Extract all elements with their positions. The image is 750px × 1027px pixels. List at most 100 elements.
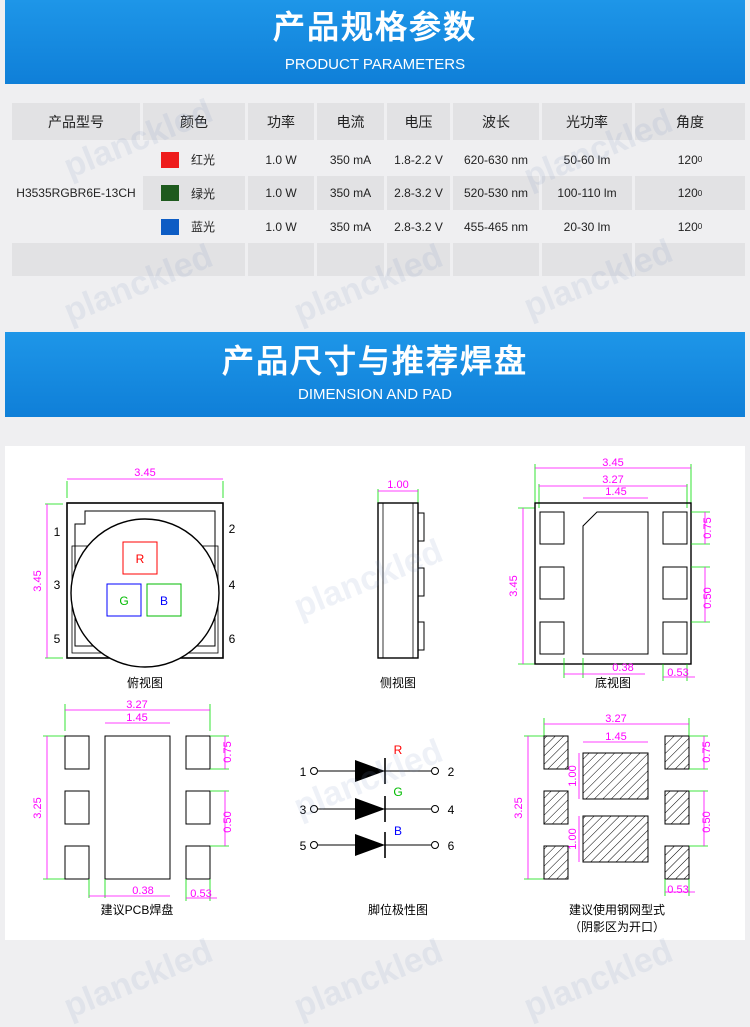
pcb-pitch-dim: 0.50 xyxy=(222,811,234,832)
header-angle: 角度 xyxy=(635,103,745,140)
row-color: 蓝光 xyxy=(143,210,245,243)
stencil-aperture-h2-dim: 1.00 xyxy=(567,828,579,849)
pcb-pad-w-dim: 0.53 xyxy=(190,888,211,900)
led-g-label: G xyxy=(119,594,128,608)
pin-2-label: 2 xyxy=(229,522,236,536)
dimension-subtitle: DIMENSION AND PAD xyxy=(298,386,452,403)
current-value: 350 mA xyxy=(329,152,372,167)
parameters-title: 产品规格参数 xyxy=(272,8,477,46)
bottom-center-width-dim: 1.45 xyxy=(605,486,626,498)
model-value: H3535RGBR6E-13CH xyxy=(16,186,136,200)
polarity-b-label: B xyxy=(394,824,402,838)
pcb-gap-dim: 0.38 xyxy=(132,885,153,897)
polarity-row-g: 3 4 G xyxy=(300,785,455,822)
voltage-value: 2.8-3.2 V xyxy=(387,176,450,210)
parameters-banner: 产品规格参数 PRODUCT PARAMETERS xyxy=(5,0,745,84)
stencil-height-dim: 3.25 xyxy=(513,797,525,818)
header-voltage: 电压 xyxy=(387,103,450,140)
row-color: 绿光 xyxy=(143,176,245,210)
stencil-total-width-dim: 3.27 xyxy=(605,713,626,725)
power-value: 1.0 W xyxy=(248,176,314,210)
stencil-center-width-dim: 1.45 xyxy=(605,731,626,743)
pcb-pad-h-dim: 0.75 xyxy=(222,741,234,762)
watermark: planckled xyxy=(518,932,679,1027)
header-model: 产品型号 xyxy=(12,103,140,140)
top-view-diagram: 3.45 3.45 R G B 1 2 3 4 5 6 俯视图 xyxy=(32,467,236,690)
pin-6-label: 6 xyxy=(229,632,236,646)
table-row: H3535RGBR6E-13CH 绿光 1.0 W 350 mA 2.8-3.2… xyxy=(12,176,745,210)
voltage-value: 1.8-2.2 V xyxy=(394,152,443,167)
led-r-label: R xyxy=(136,552,145,566)
current-value: 350 mA xyxy=(317,176,384,210)
table-row: 红光 1.0 W 350 mA 1.8-2.2 V 620-630 nm 50-… xyxy=(12,143,745,176)
stencil-diagram: 3.27 1.45 3.25 1.00 1.00 0.75 0.50 0.53 … xyxy=(513,713,713,934)
pcb-pad-diagram: 3.27 1.45 3.25 0.75 0.50 0.38 0.53 建议PCB… xyxy=(32,699,234,917)
led-b-label: B xyxy=(160,594,168,608)
header-power: 功率 xyxy=(248,103,314,140)
bottom-inner-width-dim: 3.27 xyxy=(602,474,623,486)
parameters-subtitle: PRODUCT PARAMETERS xyxy=(284,56,466,73)
bottom-pad-h-dim: 0.75 xyxy=(702,517,714,538)
stencil-pitch-dim: 0.50 xyxy=(701,811,713,832)
voltage-value: 2.8-3.2 V xyxy=(394,219,443,234)
polarity-caption: 脚位极性图 xyxy=(368,902,428,917)
stencil-aperture-h1-dim: 1.00 xyxy=(567,765,579,786)
wavelength-value: 620-630 nm xyxy=(463,152,529,167)
polarity-pin-2: 2 xyxy=(448,765,455,779)
header-color: 颜色 xyxy=(143,103,245,140)
red-swatch xyxy=(161,151,179,168)
polarity-pin-3: 3 xyxy=(300,803,307,817)
table-header-row: 产品型号 颜色 功率 电流 电压 波长 光功率 角度 xyxy=(12,103,745,140)
flux-value: 50-60 lm xyxy=(563,152,611,167)
pcb-center-width-dim: 1.45 xyxy=(126,712,147,724)
wavelength-value: 520-530 nm xyxy=(453,176,539,210)
polarity-row-b: 5 6 B xyxy=(300,824,455,858)
flux-value: 100-110 lm xyxy=(542,176,632,210)
bottom-height-dim: 3.45 xyxy=(508,575,520,596)
side-thickness-dim: 1.00 xyxy=(387,479,408,491)
power-value: 1.0 W xyxy=(265,219,297,234)
bottom-pad-w-dim: 0.53 xyxy=(667,667,688,679)
bottom-view-diagram: 3.45 3.27 1.45 3.45 0.75 0.50 0.38 0. xyxy=(508,457,714,690)
bottom-view-caption: 底视图 xyxy=(595,675,631,690)
polarity-diagram: 1 2 R 3 4 G 5 6 B xyxy=(300,743,455,917)
row-color: 红光 xyxy=(143,143,245,176)
bottom-total-width-dim: 3.45 xyxy=(602,457,623,469)
polarity-r-label: R xyxy=(394,743,403,757)
watermark: planckled xyxy=(288,932,449,1027)
polarity-pin-1: 1 xyxy=(300,765,307,779)
stencil-caption-1: 建议使用钢网型式 xyxy=(569,902,665,917)
top-width-dim: 3.45 xyxy=(134,467,155,479)
power-value: 1.0 W xyxy=(265,152,297,167)
pin-5-label: 5 xyxy=(54,632,61,646)
color-label: 绿光 xyxy=(191,186,216,201)
header-current: 电流 xyxy=(317,103,384,140)
polarity-g-label: G xyxy=(393,785,402,799)
polarity-pin-6: 6 xyxy=(448,839,455,853)
watermark: planckled xyxy=(58,932,219,1027)
polarity-pin-5: 5 xyxy=(300,839,307,853)
dimension-title: 产品尺寸与推荐焊盘 xyxy=(221,342,528,380)
side-view-caption: 侧视图 xyxy=(380,675,416,690)
dimension-banner: 产品尺寸与推荐焊盘 DIMENSION AND PAD xyxy=(5,332,745,417)
current-value: 350 mA xyxy=(329,219,372,234)
pcb-total-width-dim: 3.27 xyxy=(126,699,147,711)
side-view-diagram: 1.00 侧视图 xyxy=(377,479,425,690)
stencil-pad-h-dim: 0.75 xyxy=(701,741,713,762)
table-row: 蓝光 1.0 W 350 mA 2.8-3.2 V 455-465 nm 20-… xyxy=(12,210,745,243)
bottom-pitch-dim: 0.50 xyxy=(702,587,714,608)
color-label: 红光 xyxy=(191,153,216,167)
diagram-panel: 3.45 3.45 R G B 1 2 3 4 5 6 俯视图 1.00 侧视图 xyxy=(5,446,745,940)
bottom-gap-dim: 0.38 xyxy=(612,662,633,674)
color-label: 蓝光 xyxy=(191,220,216,234)
header-wavelength: 波长 xyxy=(453,103,539,140)
flux-value: 20-30 lm xyxy=(563,219,611,234)
wavelength-value: 455-465 nm xyxy=(463,219,529,234)
pin-3-label: 3 xyxy=(54,578,61,592)
blue-swatch xyxy=(161,218,179,235)
pin-4-label: 4 xyxy=(229,578,236,592)
header-flux: 光功率 xyxy=(542,103,632,140)
polarity-row-r: 1 2 R xyxy=(300,743,455,784)
top-height-dim: 3.45 xyxy=(32,570,44,591)
